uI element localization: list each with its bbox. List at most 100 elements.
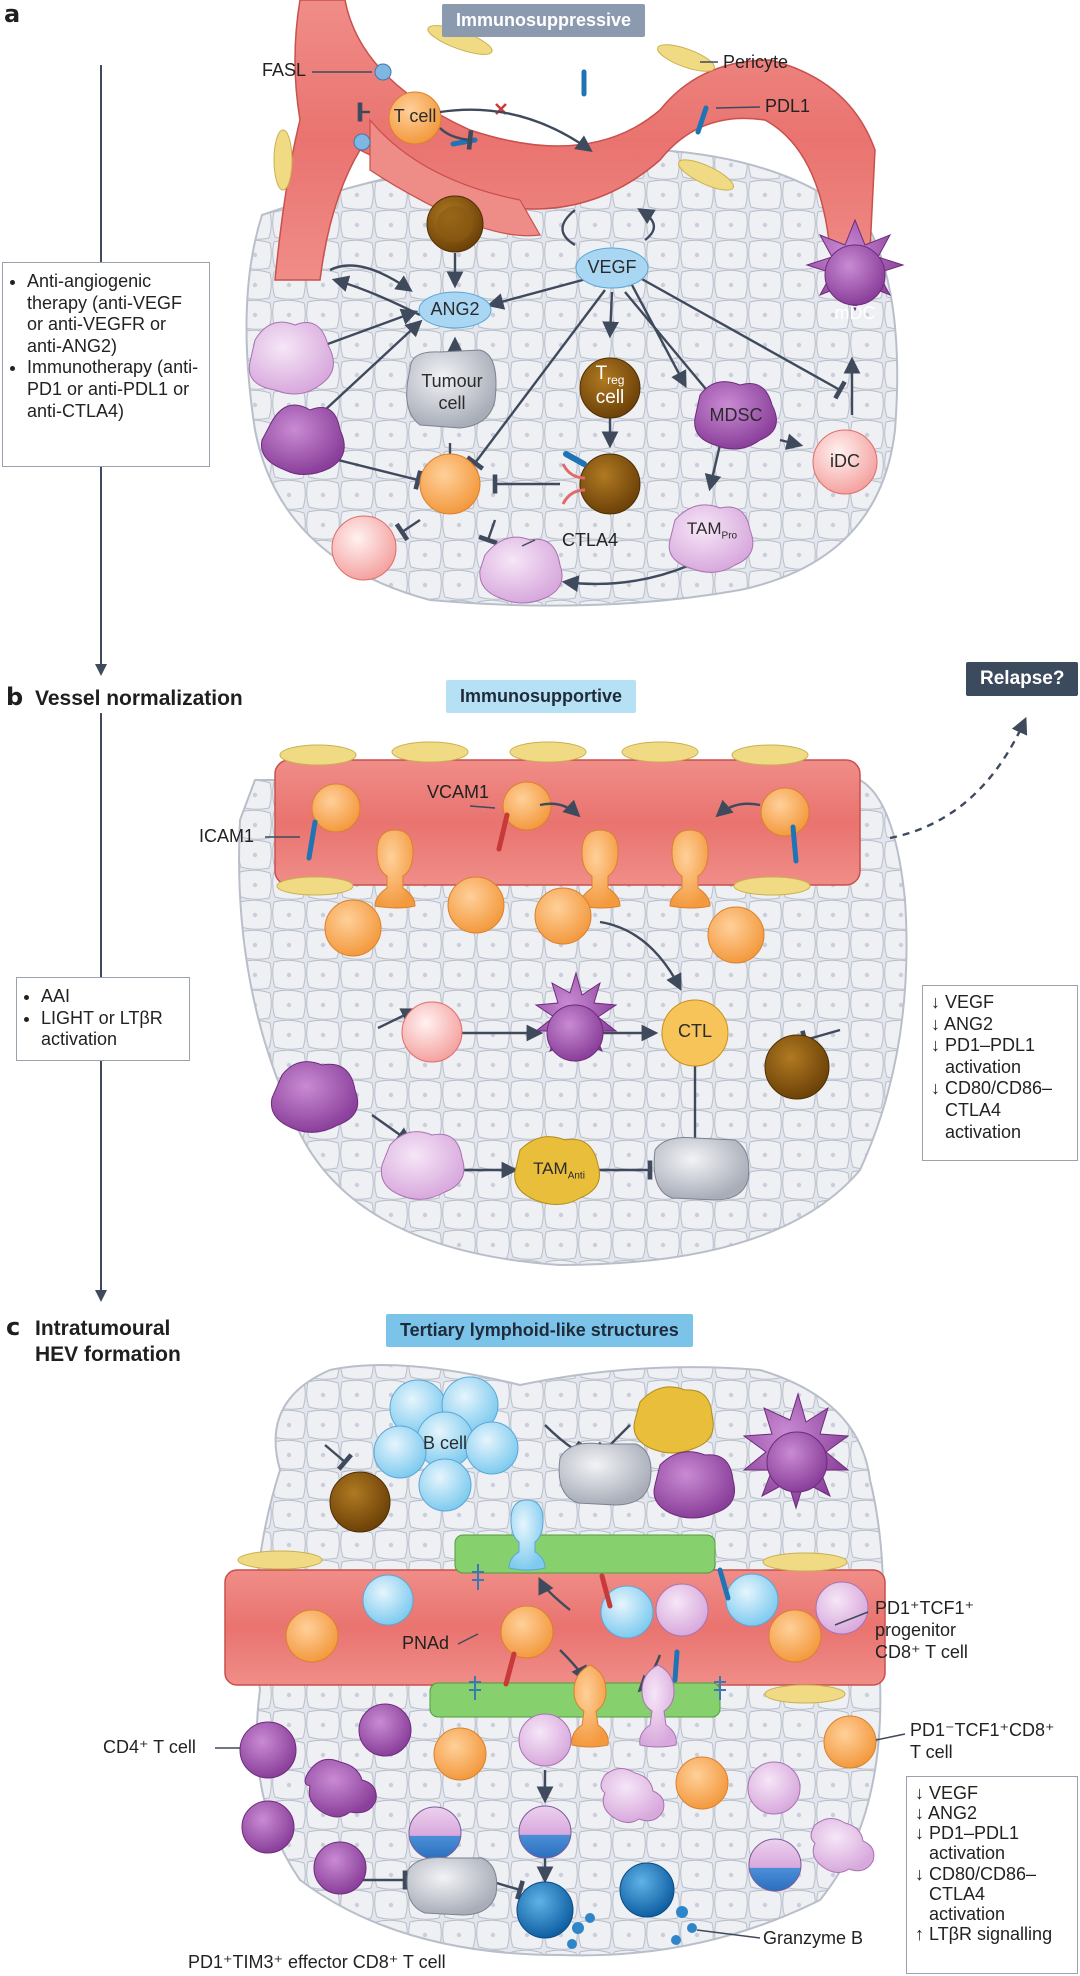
panel-c-effects-box: ↓ VEGF ↓ ANG2 ↓ PD1–PDL1 activation ↓ CD… — [906, 1776, 1078, 1974]
treg-t: T — [595, 363, 608, 384]
tam-pro-label: TAMPro — [672, 520, 752, 542]
effect-line: ↓ PD1–PDL1 — [915, 1823, 1020, 1844]
effector-label: PD1⁺TIM3⁺ effector CD8⁺ T cell — [188, 1952, 446, 1972]
effect-line: CTLA4 — [929, 1883, 986, 1904]
treg-cell-top — [426, 195, 484, 253]
effect-line: ↓ CD80/CD86– — [915, 1863, 1037, 1884]
extravasating-t-cell — [571, 1664, 677, 1748]
mdsc-label: MDSC — [709, 405, 763, 425]
panel-a-banner: Immunosuppressive — [442, 4, 646, 37]
dendritic-cell-pink — [401, 1001, 463, 1063]
tam-pro-sub: Pro — [721, 530, 738, 542]
t-cell-vessel — [311, 781, 810, 837]
t-cell-vessel — [388, 91, 442, 145]
granzyme-b-icon — [567, 1906, 697, 1949]
dendritic-cell-pink — [331, 515, 397, 581]
tam-pro-text: TAM — [686, 519, 722, 538]
vegf-label: VEGF — [587, 257, 637, 277]
effect-line: ↓ ANG2 — [931, 1013, 994, 1034]
fasl-icon — [353, 63, 392, 151]
therapy-light-ltbr: LIGHT or LTβR activation — [41, 1008, 179, 1051]
tumour-cell — [558, 1442, 652, 1506]
timeline-arrow — [95, 65, 107, 1302]
tumour-cell — [406, 1857, 498, 1916]
leader-lines — [215, 61, 906, 1939]
macrophage-cell — [248, 321, 345, 475]
panel-b-banner: Immunosupportive — [446, 680, 637, 713]
fasl-label: FASL — [262, 60, 307, 80]
panel-c-letter: c — [6, 1313, 21, 1341]
vegf-node — [575, 247, 649, 289]
ctl-label: CTL — [677, 1021, 712, 1041]
extravasating-t-cell — [374, 829, 711, 909]
mdsc-cell — [694, 381, 777, 450]
pd1neg-label-2: T cell — [910, 1742, 953, 1762]
macrophage-lower — [479, 536, 563, 604]
effect-line: activation — [945, 1121, 1022, 1142]
effect-line: ↓ ANG2 — [915, 1803, 978, 1824]
effector-t-cell — [516, 1862, 675, 1939]
ctl-cell — [661, 999, 729, 1067]
treg-cell — [764, 1034, 830, 1100]
panel-c-title-2: HEV formation — [35, 1343, 181, 1366]
treg-cell — [579, 357, 641, 419]
macrophage-cell — [653, 1451, 735, 1519]
panel-c-title-1: Intratumoural — [35, 1317, 171, 1340]
icam1-icon — [306, 819, 799, 864]
progenitor-label-1: PD1⁺TCF1⁺ — [875, 1598, 975, 1618]
ctla4-icon — [561, 451, 587, 505]
effect-line: activation — [945, 1056, 1022, 1077]
tumour-cell-label-1: Tumour — [421, 371, 483, 391]
extravasating-b-cell — [508, 1499, 546, 1571]
effect-line: activation — [929, 1843, 1006, 1864]
effect-line: ↓ CD80/CD86– — [931, 1078, 1053, 1099]
tumour-cell — [653, 1137, 750, 1201]
treg-label-2: cell — [595, 387, 625, 408]
progenitor-label-2: progenitor — [875, 1620, 957, 1640]
pd1neg-tcf1-t-cell — [433, 1715, 877, 1810]
icam1-label: ICAM1 — [199, 826, 255, 846]
b-cell-cluster — [373, 1376, 519, 1512]
t-cell-centre — [419, 453, 481, 515]
granzyme-label: Granzyme B — [763, 1928, 864, 1948]
panel-b-letter: b — [6, 683, 24, 711]
panel-b-title: Vessel normalization — [35, 687, 243, 710]
progenitor-t-cell — [518, 1713, 875, 1873]
mdc-cell — [805, 218, 905, 312]
effect-line: ↑ LTβR signalling — [915, 1924, 1053, 1945]
vcam1-label: VCAM1 — [427, 782, 490, 802]
treg-label-1: Treg — [576, 363, 644, 387]
cd4-t-cell — [239, 1703, 412, 1895]
ctla4-label: CTLA4 — [562, 530, 619, 550]
idc-label: iDC — [830, 451, 860, 471]
b-cell-label: B cell — [422, 1433, 467, 1453]
treg-sub: reg — [607, 372, 625, 387]
effect-line: ↓ VEGF — [915, 1783, 979, 1803]
pdl1-label: PDL1 — [765, 96, 811, 116]
panel-a-arrows — [324, 102, 861, 592]
panel-c-banner: Tertiary lymphoid-like structures — [386, 1314, 693, 1347]
panel-b-effects-box: ↓ VEGF ↓ ANG2 ↓ PD1–PDL1 activation ↓ CD… — [922, 985, 1078, 1161]
therapy-aai: AAI — [41, 986, 179, 1008]
idc-cell — [812, 429, 878, 495]
mature-dendritic-cell — [742, 1392, 850, 1510]
mature-dendritic-cell — [534, 971, 618, 1063]
panel-b-therapy-box: AAI LIGHT or LTβR activation — [16, 977, 190, 1061]
treg-cell-lower — [579, 453, 641, 515]
t-cell-label: T cell — [393, 106, 437, 126]
therapy-anti-angiogenic: Anti-angiogenic therapy (anti-VEGF or an… — [27, 271, 199, 357]
effect-line: activation — [929, 1903, 1006, 1924]
pericyte — [237, 1550, 848, 1704]
tam-anti-sub: Anti — [567, 1170, 585, 1182]
tam-anti-text: TAM — [533, 1159, 568, 1178]
relapse-banner: Relapse? — [966, 662, 1079, 696]
panel-a-letter: a — [4, 0, 21, 28]
pd1neg-label-1: PD1⁻TCF1⁺CD8⁺ — [910, 1720, 1055, 1740]
transitioning-t-cell — [408, 1805, 802, 1892]
tumour-cell-label-2: cell — [438, 393, 466, 413]
panel-a-vessel — [274, 0, 876, 281]
pnad-icon — [469, 1564, 731, 1700]
pnad-label: PNAd — [402, 1633, 450, 1653]
pericyte-label: Pericyte — [723, 52, 789, 72]
